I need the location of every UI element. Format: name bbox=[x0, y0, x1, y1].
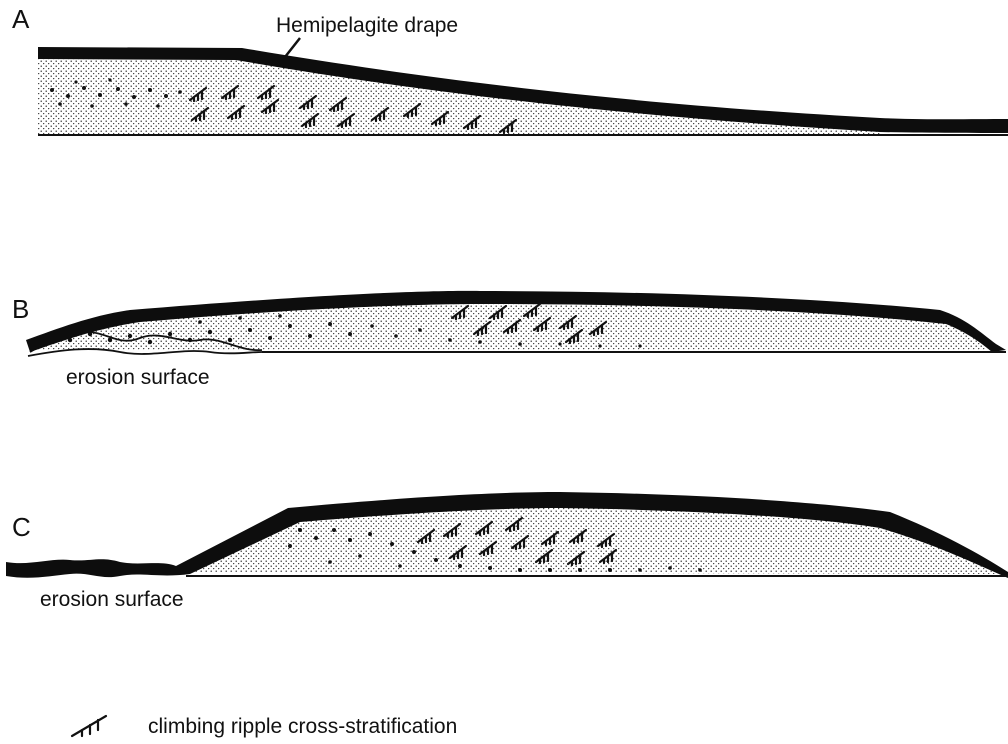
drape-leader-line bbox=[285, 38, 300, 57]
legend: climbing ripple cross-stratification bbox=[72, 715, 457, 738]
panel-c-erosion-label: erosion surface bbox=[40, 588, 184, 611]
panel-a-letter: A bbox=[12, 4, 30, 34]
climbing-ripple-icon bbox=[72, 716, 106, 736]
panel-b-erosion-surface bbox=[28, 349, 262, 356]
panel-a: A Hemipelagite drape bbox=[12, 4, 1008, 135]
panel-b-letter: B bbox=[12, 294, 29, 324]
hemipelagite-drape-label: Hemipelagite drape bbox=[276, 14, 458, 37]
panel-b-erosion-label: erosion surface bbox=[66, 366, 210, 389]
panel-c: C erosion surface bbox=[6, 492, 1008, 611]
panel-c-letter: C bbox=[12, 512, 31, 542]
panel-b: B erosion surface bbox=[12, 291, 1006, 389]
legend-label: climbing ripple cross-stratification bbox=[148, 715, 457, 738]
